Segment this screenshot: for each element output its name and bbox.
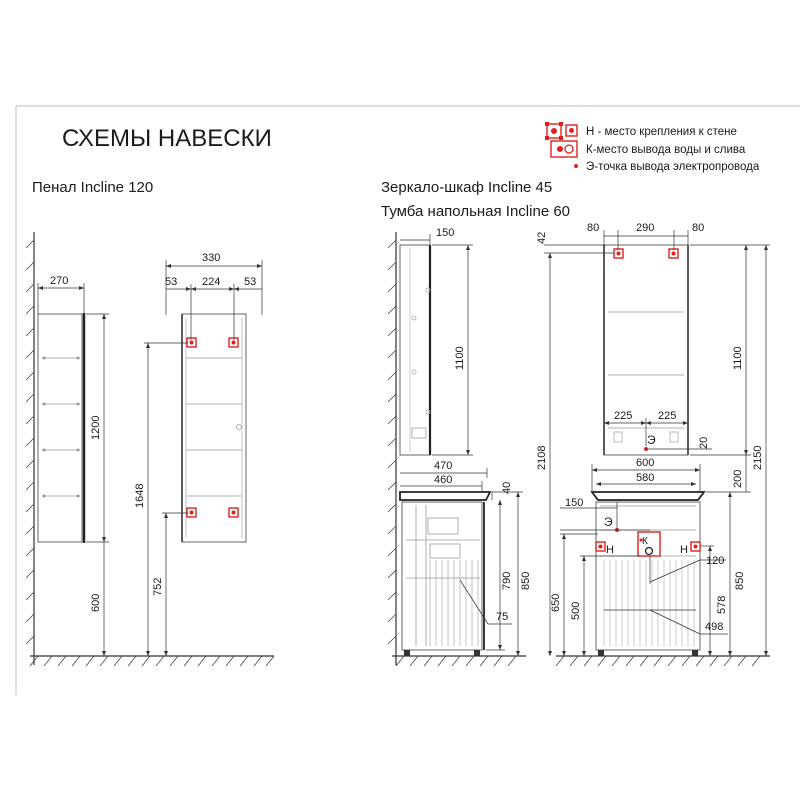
penal-bottom-mount-dim: 752: [152, 578, 164, 596]
mirror-half-right-dim: 225: [658, 410, 676, 422]
legend-h-icon: [545, 122, 577, 140]
mirror-offset-top-dim: 42: [536, 232, 548, 244]
mirror-height-right-dim: 1100: [732, 346, 744, 370]
penal-title: Пенал Incline 120: [32, 179, 153, 196]
cabinet-e-mark: Э: [604, 515, 613, 529]
penal-side-left-dim: 53: [165, 276, 177, 288]
penal-width-dim: 330: [202, 252, 220, 264]
penal-side-right-dim: 53: [244, 276, 256, 288]
cabinet-plinth-dim: 75: [496, 611, 508, 623]
penal-height-dim: 1200: [90, 416, 102, 440]
mirror-between-dim: 290: [636, 222, 654, 234]
mirror-top-from-floor-b-dim: 2150: [752, 446, 764, 470]
legend-k-icon: [551, 141, 577, 157]
mirror-e-offset-dim: 20: [698, 437, 710, 449]
penal-mount-markers: [187, 338, 238, 517]
cabinet-width-top-dim: 580: [636, 472, 654, 484]
mirror-top-from-floor-a-dim: 2108: [536, 446, 548, 470]
penal-between-dim: 224: [202, 276, 220, 288]
mirror-cabinet-front-drawing: 80 290 80 42 2108 225 225 Э 20 1100 2150: [536, 222, 770, 666]
mirror-e-mark: Э: [647, 433, 656, 447]
mirror-gap-dim: 200: [732, 470, 744, 488]
mirror-title: Зеркало-шкаф Incline 45: [381, 179, 552, 196]
cabinet-k-height-dim: 500: [570, 602, 582, 620]
penal-top-mount-dim: 1648: [134, 484, 146, 508]
mirror-right-dim: 80: [692, 222, 704, 234]
penal-depth-dim: 270: [50, 275, 68, 287]
mirror-height-dim: 1100: [454, 346, 466, 370]
cabinet-right-height-dim: 850: [734, 572, 746, 590]
cabinet-e-side-dim: 150: [565, 497, 583, 509]
mirror-depth-dim: 150: [436, 227, 454, 239]
legend-h-label: Н - место крепления к стене: [586, 126, 737, 138]
mirror-left-dim: 80: [587, 222, 599, 234]
cabinet-title: Тумба напольная Incline 60: [381, 203, 570, 220]
legend-k-label: К-место вывода воды и слива: [586, 144, 746, 156]
cabinet-top-depth-dim: 470: [434, 460, 452, 472]
cabinet-total-height-dim: 850: [520, 572, 532, 590]
mirror-cabinet-side-drawing: 150 1100 470 460 40 79: [388, 227, 532, 666]
legend-e-label: Э-точка вывода электропровода: [586, 161, 760, 173]
cabinet-k-mark: К: [642, 536, 648, 547]
cabinet-h-mark-left: Н: [606, 544, 614, 556]
mirror-width-dim: 600: [636, 457, 654, 469]
penal-drawing: 270 1200 600 330: [26, 232, 274, 666]
cabinet-inner-width-dim: 498: [705, 621, 723, 633]
cabinet-h-mount-dim: 650: [550, 594, 562, 612]
page-title: СХЕМЫ НАВЕСКИ: [62, 125, 272, 152]
penal-floor-gap-dim: 600: [90, 594, 102, 612]
cabinet-h-mark-right: Н: [680, 544, 688, 556]
cabinet-body-depth-dim: 460: [434, 474, 452, 486]
mirror-half-left-dim: 225: [614, 410, 632, 422]
cabinet-body-height-dim: 790: [501, 572, 513, 590]
cabinet-between-mounts-dim: 578: [716, 596, 728, 614]
legend-e-dot: [574, 164, 578, 168]
cabinet-k-offset-dim: 120: [706, 555, 724, 567]
legend: Н - место крепления к стене К-место выво…: [545, 122, 760, 173]
